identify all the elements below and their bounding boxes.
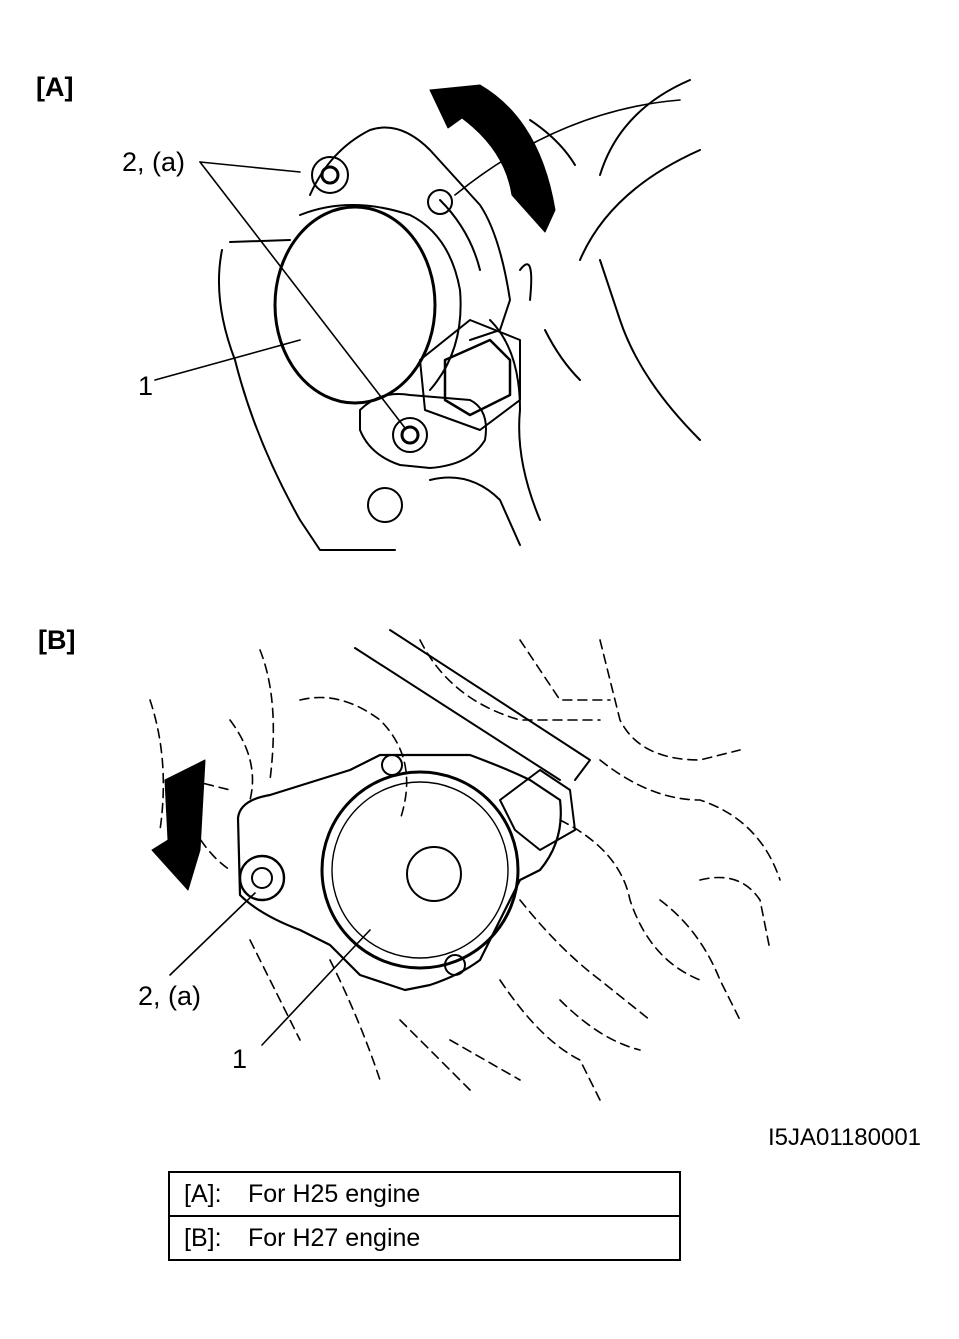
legend-key: [A]:	[184, 1179, 222, 1208]
legend-text: For H27 engine	[248, 1223, 421, 1252]
legend-row: [B]: For H27 engine	[168, 1215, 681, 1261]
callout-part-b: 1	[232, 1044, 248, 1074]
callout-fastener-a: 2, (a)	[122, 147, 186, 177]
callout-fastener-b: 2, (a)	[138, 981, 202, 1011]
panel-label-b: [B]	[38, 625, 76, 655]
panel-label-a: [A]	[36, 72, 74, 102]
figure-b-drawing	[149, 629, 781, 1101]
callout-part-a: 1	[138, 371, 154, 401]
rotation-arrow-b-icon	[151, 759, 206, 891]
figure-code: I5JA01180001	[768, 1124, 922, 1151]
rotation-arrow-a-icon	[429, 84, 556, 233]
legend-key: [B]:	[184, 1223, 222, 1252]
legend-cell: [B]: For H27 engine	[168, 1215, 681, 1261]
figure-a-drawing	[154, 79, 701, 551]
legend-table: [A]: For H25 engine [B]: For H27 engine	[168, 1171, 681, 1261]
legend-row: [A]: For H25 engine	[168, 1171, 681, 1217]
legend-cell: [A]: For H25 engine	[168, 1171, 681, 1217]
legend-text: For H25 engine	[248, 1179, 421, 1208]
